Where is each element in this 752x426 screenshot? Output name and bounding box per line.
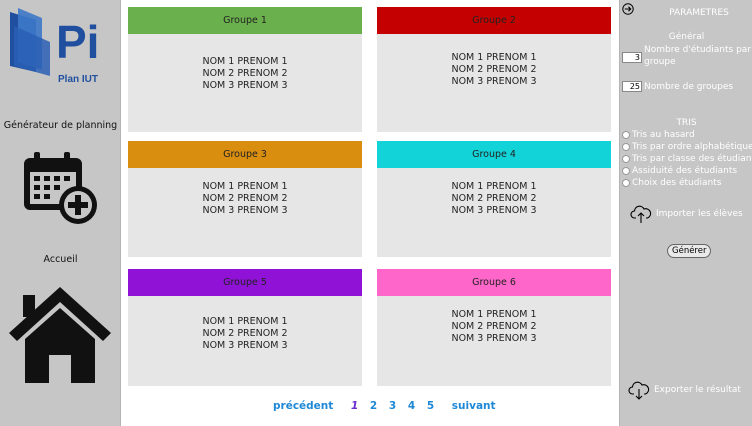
member-name: NOM 2 PRENOM 2 [451, 193, 537, 204]
member-name: NOM 3 PRENOM 3 [451, 205, 537, 216]
page-link-1[interactable]: 1 [350, 400, 359, 412]
sort-option-label: Tris au hasard [632, 130, 695, 140]
member-name: NOM 2 PRENOM 2 [202, 193, 288, 204]
generator-label[interactable]: Générateur de planning [3, 120, 118, 131]
logo-text: Plan IUT [58, 74, 99, 85]
students-per-group-input[interactable]: 3 [622, 52, 642, 63]
radio-button[interactable] [622, 179, 630, 187]
export-label: Exporter le résultat [654, 385, 741, 395]
member-name: NOM 3 PRENOM 3 [202, 340, 288, 351]
group-members: NOM 1 PRENOM 1 NOM 2 PRENOM 2 NOM 3 PREN… [377, 296, 611, 345]
group-header: Groupe 4 [377, 141, 611, 168]
group-count-field: 25 Nombre de groupes [622, 81, 733, 93]
member-name: NOM 3 PRENOM 3 [451, 333, 537, 344]
group-header: Groupe 1 [128, 7, 362, 34]
member-name: NOM 2 PRENOM 2 [451, 321, 537, 332]
group-count-label: Nombre de groupes [644, 82, 734, 92]
group-card-6: Groupe 6 NOM 1 PRENOM 1 NOM 2 PRENOM 2 N… [377, 269, 611, 386]
sort-option-label: Assiduité des étudiants [632, 166, 738, 176]
settings-panel: PARAMETRES Général 3 Nombre d'étudiants … [619, 0, 752, 426]
sort-option-label: Tris par classe des étudiants [632, 154, 752, 164]
member-name: NOM 1 PRENOM 1 [451, 309, 537, 320]
group-card-1: Groupe 1 NOM 1 PRENOM 1 NOM 2 PRENOM 2 N… [128, 7, 362, 132]
group-header: Groupe 6 [377, 269, 611, 296]
pagination: précédent 1 2 3 4 5 suivant [273, 400, 496, 412]
sort-heading: TRIS [676, 118, 697, 128]
cloud-download-icon [628, 381, 650, 400]
students-per-group-field: 3 Nombre d'étudiants par groupe [622, 44, 752, 68]
member-name: NOM 1 PRENOM 1 [202, 316, 288, 327]
sort-option-label: Choix des étudiants [632, 178, 722, 188]
general-heading: Général [668, 32, 705, 42]
left-sidebar: Pi Plan IUT Générateur de planning Accue… [0, 0, 121, 426]
member-name: NOM 1 PRENOM 1 [202, 56, 288, 67]
radio-button[interactable] [622, 155, 630, 163]
students-per-group-label: Nombre d'étudiants par groupe [644, 45, 752, 67]
export-result-button[interactable]: Exporter le résultat [628, 380, 741, 400]
plan-iut-logo: Pi [6, 6, 116, 90]
logo-letters: Pi [56, 16, 99, 68]
sort-option-class[interactable]: Tris par classe des étudiants [622, 154, 752, 164]
group-members: NOM 1 PRENOM 1 NOM 2 PRENOM 2 NOM 3 PREN… [128, 168, 362, 217]
page-link-5[interactable]: 5 [426, 400, 435, 412]
group-header: Groupe 3 [128, 141, 362, 168]
member-name: NOM 3 PRENOM 3 [202, 205, 288, 216]
sort-option-label: Tris par ordre alphabétique [632, 142, 752, 152]
group-card-2: Groupe 2 NOM 1 PRENOM 1 NOM 2 PRENOM 2 N… [377, 7, 611, 132]
import-label: Importer les élèves [656, 209, 743, 219]
page-link-3[interactable]: 3 [388, 400, 397, 412]
radio-button[interactable] [622, 131, 630, 139]
calendar-add-icon[interactable] [22, 150, 100, 226]
group-count-input[interactable]: 25 [622, 81, 642, 92]
home-label[interactable]: Accueil [43, 254, 78, 265]
radio-button[interactable] [622, 167, 630, 175]
previous-page-link[interactable]: précédent [273, 400, 334, 412]
sort-option-random[interactable]: Tris au hasard [622, 130, 695, 140]
radio-button[interactable] [622, 143, 630, 151]
group-members: NOM 1 PRENOM 1 NOM 2 PRENOM 2 NOM 3 PREN… [128, 34, 362, 92]
group-card-3: Groupe 3 NOM 1 PRENOM 1 NOM 2 PRENOM 2 N… [128, 141, 362, 257]
member-name: NOM 2 PRENOM 2 [202, 328, 288, 339]
next-page-link[interactable]: suivant [451, 400, 496, 412]
member-name: NOM 1 PRENOM 1 [451, 181, 537, 192]
member-name: NOM 1 PRENOM 1 [202, 181, 288, 192]
panel-title: PARAMETRES [669, 8, 729, 18]
sort-option-alphabetical[interactable]: Tris par ordre alphabétique [622, 142, 752, 152]
group-header: Groupe 5 [128, 269, 362, 296]
group-members: NOM 1 PRENOM 1 NOM 2 PRENOM 2 NOM 3 PREN… [128, 296, 362, 352]
member-name: NOM 2 PRENOM 2 [202, 68, 288, 79]
member-name: NOM 1 PRENOM 1 [451, 52, 537, 63]
arrow-right-circle-icon[interactable] [622, 3, 634, 15]
page-link-2[interactable]: 2 [369, 400, 378, 412]
home-icon[interactable] [9, 285, 112, 385]
member-name: NOM 3 PRENOM 3 [451, 76, 537, 87]
page-link-4[interactable]: 4 [407, 400, 416, 412]
group-header: Groupe 2 [377, 7, 611, 34]
import-students-button[interactable]: Importer les élèves [630, 204, 743, 224]
group-card-5: Groupe 5 NOM 1 PRENOM 1 NOM 2 PRENOM 2 N… [128, 269, 362, 386]
group-members: NOM 1 PRENOM 1 NOM 2 PRENOM 2 NOM 3 PREN… [377, 168, 611, 217]
cloud-upload-icon [630, 205, 652, 223]
sort-option-choice[interactable]: Choix des étudiants [622, 178, 721, 188]
member-name: NOM 2 PRENOM 2 [451, 64, 537, 75]
group-members: NOM 1 PRENOM 1 NOM 2 PRENOM 2 NOM 3 PREN… [377, 34, 611, 88]
group-card-4: Groupe 4 NOM 1 PRENOM 1 NOM 2 PRENOM 2 N… [377, 141, 611, 257]
generate-button[interactable]: Générer [667, 244, 712, 258]
member-name: NOM 3 PRENOM 3 [202, 80, 288, 91]
sort-option-attendance[interactable]: Assiduité des étudiants [622, 166, 737, 176]
